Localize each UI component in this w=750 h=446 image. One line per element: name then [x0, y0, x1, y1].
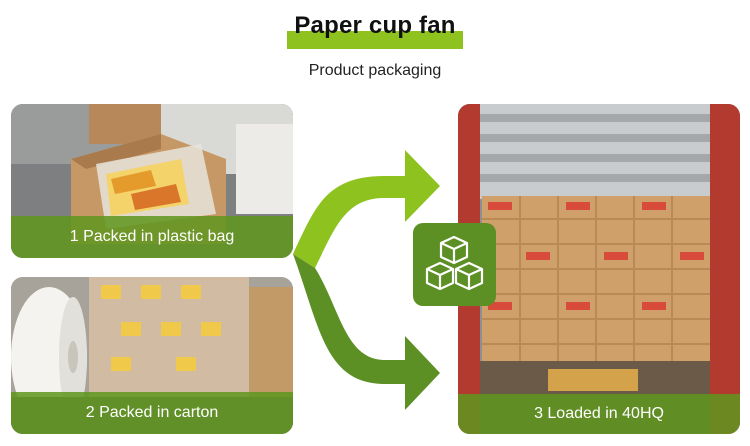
page-title: Paper cup fan — [294, 12, 456, 39]
stacked-boxes-icon — [425, 235, 484, 291]
stacked-boxes-badge — [413, 223, 496, 306]
title-block: Paper cup fan — [287, 10, 463, 49]
step-3-photo: 3 Loaded in 40HQ — [458, 104, 740, 434]
container-loading-scene-image — [458, 104, 740, 434]
step-3-caption: 3 Loaded in 40HQ — [458, 394, 740, 434]
lower-arrow-shape — [293, 254, 440, 410]
title-highlight-bar — [287, 31, 463, 49]
upper-arrow-shape — [293, 150, 440, 268]
step-1-caption: 1 Packed in plastic bag — [11, 216, 293, 258]
curved-split-arrow-icon — [293, 150, 440, 410]
page-subtitle: Product packaging — [308, 62, 442, 79]
step-1-photo: 1 Packed in plastic bag — [11, 104, 293, 258]
step-2-caption: 2 Packed in carton — [11, 392, 293, 434]
step-2-photo: 2 Packed in carton — [11, 277, 293, 434]
